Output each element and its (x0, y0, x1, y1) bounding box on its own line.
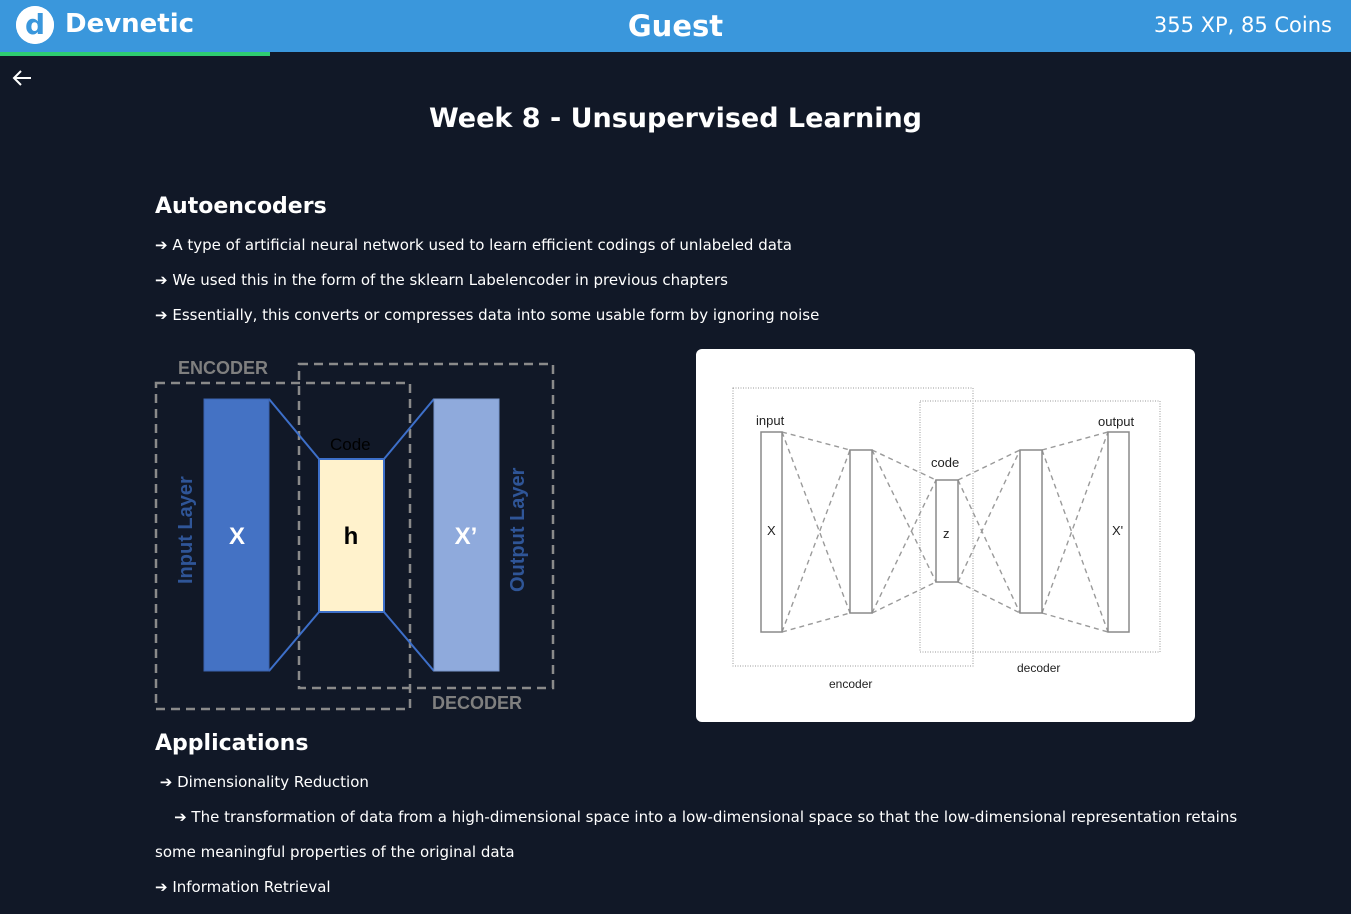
app-name[interactable]: Devnetic (65, 9, 195, 39)
decoder-label: DECODER (432, 693, 522, 713)
autoencoder-diagram-colored: ENCODER DECODER Code X h X’ Input Layer … (150, 352, 570, 722)
progress-bar (0, 52, 1351, 56)
logo-icon: d (16, 6, 54, 44)
application-item: ➔ Information Retrieval (155, 878, 331, 896)
input-label: input (756, 413, 785, 428)
autoencoder-diagram-schematic: input output code X z X' encoder decoder (696, 349, 1195, 722)
input-block (203, 398, 270, 672)
autoencoders-heading: Autoencoders (155, 194, 327, 219)
top-navbar: d Devnetic Guest 355 XP, 85 Coins (0, 0, 1351, 52)
xp-coins-stats: 355 XP, 85 Coins (1153, 13, 1332, 37)
output-label: output (1098, 414, 1135, 429)
encoder-box (154, 381, 412, 711)
encoder-label: ENCODER (178, 358, 268, 378)
back-button[interactable] (11, 67, 33, 89)
applications-heading: Applications (155, 731, 309, 756)
x-label: X (767, 523, 776, 538)
x-label: X (229, 523, 245, 550)
encoder-label: encoder (829, 677, 872, 691)
autoencoder-bullet: ➔ A type of artificial neural network us… (155, 236, 792, 254)
application-item: some meaningful properties of the origin… (155, 843, 515, 861)
input-layer-label: Input Layer (175, 476, 197, 584)
application-item: ➔ The transformation of data from a high… (155, 808, 1238, 826)
xprime-label: X’ (455, 523, 478, 550)
page-title: Week 8 - Unsupervised Learning (428, 103, 923, 134)
user-name[interactable]: Guest (627, 9, 724, 43)
xprime-label: X' (1112, 523, 1123, 538)
code-label: code (931, 455, 959, 470)
autoencoder-bullet: ➔ We used this in the form of the sklear… (155, 271, 728, 289)
output-layer-label: Output Layer (507, 467, 529, 592)
h-label: h (344, 523, 359, 550)
application-item: ➔ Dimensionality Reduction (155, 773, 369, 791)
arrow-left-icon (12, 70, 31, 86)
logo-letter: d (25, 8, 45, 41)
decoder-box (297, 362, 555, 690)
autoencoder-bullet: ➔ Essentially, this converts or compress… (155, 306, 820, 324)
code-block (318, 458, 385, 613)
output-block (433, 398, 500, 672)
decoder-label: decoder (1017, 661, 1060, 675)
z-label: z (943, 526, 950, 541)
progress-fill (0, 52, 271, 56)
code-label: Code (330, 435, 371, 454)
logo[interactable]: d (16, 6, 54, 44)
